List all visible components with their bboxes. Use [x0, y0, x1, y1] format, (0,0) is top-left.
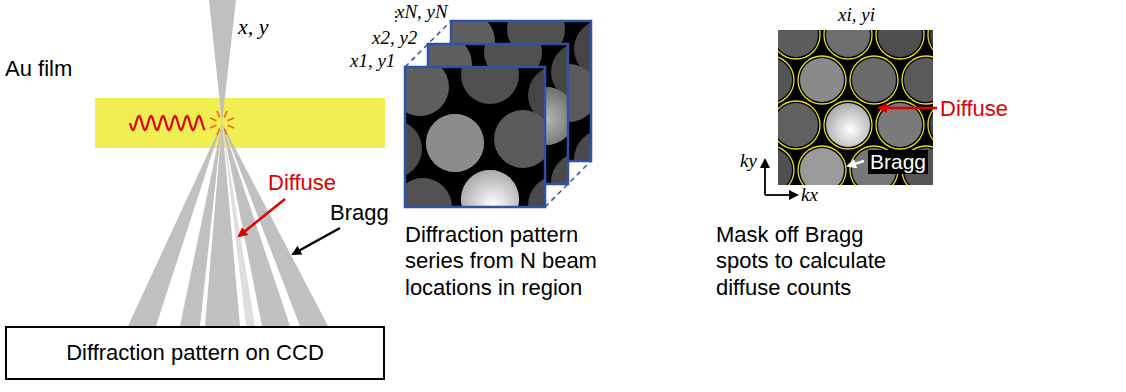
beam-position-label: xi, yi	[838, 4, 875, 26]
pattern-frame-part	[428, 44, 568, 184]
excitation-spark	[210, 125, 216, 128]
beam-position-label: xN, yN	[396, 1, 448, 23]
diffuse-label: Diffuse	[268, 170, 336, 195]
beam-position-label: x, y	[238, 14, 269, 39]
mask-rings-part	[798, 56, 846, 104]
pattern-frame	[364, 46, 586, 236]
mask-rings-part	[798, 146, 846, 185]
excitation-spark	[228, 125, 234, 128]
pattern-frame-part-part	[461, 170, 519, 207]
beam-in-film	[128, 98, 328, 148]
pattern-frame-part-part	[426, 114, 484, 172]
film-interior	[95, 98, 385, 148]
excitation-spark	[210, 118, 216, 121]
diffraction-disks-part	[930, 30, 933, 57]
mask-rings	[778, 30, 933, 185]
mask-rings-part	[902, 56, 933, 104]
mask-rings-part	[778, 30, 820, 59]
axis-label: kx	[801, 184, 818, 206]
pattern-frame-part	[405, 67, 545, 207]
diffraction-disks-part	[800, 58, 844, 102]
mask-rings-part	[928, 30, 933, 59]
k-axes	[765, 160, 797, 195]
diffuse-pointer	[879, 107, 937, 110]
ccd-detector-box: Diffraction pattern on CCD	[5, 326, 385, 380]
electron-beams	[128, 98, 328, 148]
pattern-frame-part-part	[428, 44, 568, 184]
electron-beams	[128, 0, 328, 326]
bragg-beam	[222, 123, 290, 326]
mask-rings-part	[778, 101, 820, 149]
mask-rings-part	[778, 56, 794, 104]
excitation-spark	[224, 129, 227, 135]
pattern-frame-part	[405, 67, 545, 207]
k-axes-part	[765, 194, 797, 196]
ellipsis-dots: ⋮	[389, 8, 403, 24]
bragg-label: Bragg	[868, 150, 928, 174]
panel-caption: Mask off Bragg spots to calculate diffus…	[716, 222, 911, 301]
mask-rings-part	[824, 30, 872, 59]
mask-rings-part	[824, 101, 872, 149]
bragg-label: Bragg	[330, 200, 389, 225]
bragg-pointer	[293, 228, 340, 254]
gold-film-band: Au film	[95, 98, 385, 148]
excitation-spark	[228, 118, 234, 121]
axis-label: ky	[740, 150, 757, 172]
diffraction-disks-part	[778, 58, 792, 102]
mask-rings-part	[778, 146, 794, 185]
bragg-pointer	[848, 161, 864, 166]
excitation-spark	[217, 129, 220, 135]
diffuse-pointer	[239, 199, 285, 236]
frame-stack	[364, 0, 632, 236]
detector-label: Diffraction pattern on CCD	[66, 340, 324, 365]
bragg-beam	[180, 123, 222, 148]
pattern-frame-part-part	[405, 67, 545, 207]
diffraction-disks-part	[826, 103, 870, 147]
beam-position-label: x2, y2	[372, 27, 417, 49]
diffraction-disks-part	[778, 148, 792, 185]
diffraction-disks	[778, 30, 933, 185]
diffraction-disks-part	[878, 103, 922, 147]
bragg-beam	[222, 123, 328, 326]
k-axes-part	[764, 160, 766, 195]
masked-pattern-part	[778, 30, 933, 185]
film-name: Au film	[5, 56, 72, 81]
panel-caption: Diffraction pattern series from N beam l…	[405, 222, 625, 301]
mask-rings-part	[876, 30, 924, 59]
bragg-beam	[222, 123, 328, 148]
diffraction-disks-part	[852, 58, 896, 102]
incident-beam	[209, 98, 236, 123]
diffuse-label: Diffuse	[940, 96, 1008, 121]
light-wave	[130, 116, 205, 130]
diffraction-disks-part	[778, 103, 818, 147]
beam-position-label: x1, y1	[350, 50, 395, 72]
diffraction-disks-part	[930, 103, 933, 147]
mask-rings-part	[850, 56, 898, 104]
diffraction-disks-part	[800, 148, 844, 185]
excitation-spark	[217, 111, 220, 117]
excitation-spark	[224, 111, 227, 117]
